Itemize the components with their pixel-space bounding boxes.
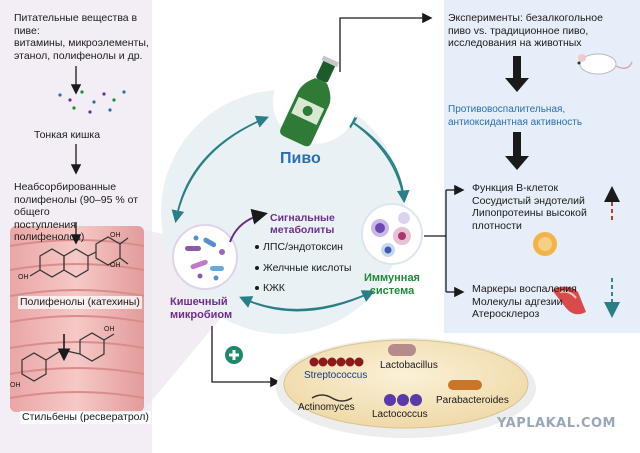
- signal-item: КЖК: [263, 282, 285, 294]
- stilbenes-label: Стильбены (ресвератрол): [20, 411, 151, 424]
- beer-bottle-icon: [273, 55, 357, 147]
- oh-label: OH: [104, 326, 115, 333]
- microbiome-line: микробиом: [170, 309, 233, 321]
- lipoprotein-icon: [533, 232, 557, 256]
- positive-effects-list: Функция B-клеток Сосудистый эндотелий Ли…: [472, 182, 612, 232]
- activity-text: Противовоспалительная, антиоксидантная а…: [448, 104, 582, 129]
- activity-line: антиоксидантная активность: [448, 116, 583, 128]
- effect-item: Функция B-клеток: [472, 182, 559, 194]
- small-intestine-label: Тонкая кишка: [34, 129, 101, 141]
- immune-line: Иммунная: [364, 272, 420, 284]
- unabsorbed-line: Неабсорбированные: [14, 181, 117, 193]
- experiments-line: пиво vs. традиционное пиво,: [448, 24, 589, 37]
- right-thick-arrows: [505, 56, 529, 170]
- bacteria-label: Streptococcus: [304, 370, 368, 381]
- effect-item: Сосудистый эндотелий: [472, 194, 585, 207]
- catechins-label: Полифенолы (катехины): [18, 296, 142, 309]
- signal-title-line: Сигнальные: [270, 212, 335, 224]
- microbiome-line: Кишечный: [170, 296, 228, 308]
- nutrient-particles: [58, 90, 126, 114]
- signal-item: ЛПС/эндотоксин: [263, 241, 343, 253]
- bacteria-label: Lactobacillus: [380, 360, 438, 371]
- oh-label: OH: [18, 274, 29, 281]
- nutrients-title-line: витамины, микроэлементы,: [14, 37, 149, 49]
- blood-vessel-icon: [552, 286, 586, 315]
- bacteria-label: Lactococcus: [372, 409, 428, 420]
- oh-label: OH: [110, 232, 121, 239]
- experiments-line: исследования на животных: [448, 37, 582, 49]
- microbiome-label: Кишечный микробиом: [170, 296, 232, 322]
- signal-metabolites-title: Сигнальные метаболиты: [270, 212, 335, 236]
- unabsorbed-line: полифенолы (90–95 % от общего: [14, 193, 139, 219]
- nutrients-title: Питательные вещества в пиве: витамины, м…: [14, 12, 149, 62]
- bacteria-label: Parabacteroides: [436, 395, 509, 406]
- immune-system-label: Иммунная система: [364, 272, 420, 298]
- oh-label: OH: [110, 262, 121, 269]
- oh-label: OH: [10, 382, 21, 389]
- cycle-arrows: [171, 115, 410, 312]
- bacteria-label: Actinomyces: [298, 402, 355, 413]
- nutrients-title-line: этанол, полифенолы и др.: [14, 49, 143, 62]
- signal-item: Желчные кислоты: [263, 262, 352, 274]
- immune-cells-icon: [361, 203, 423, 265]
- experiments-line: Эксперименты: безалкогольное: [448, 12, 603, 24]
- unabsorbed-line: поступления полифенолов): [14, 218, 85, 244]
- negative-effects-list: Маркеры воспаления Молекулы адгезии Атер…: [472, 283, 612, 321]
- plus-icon: [225, 346, 243, 364]
- catechin-molecule: [29, 236, 129, 278]
- effect-item: Молекулы адгезии: [472, 295, 563, 308]
- beer-label: Пиво: [280, 150, 321, 167]
- immune-line: система: [369, 285, 415, 297]
- experiments-text: Эксперименты: безалкогольное пиво vs. тр…: [448, 12, 638, 50]
- unabsorbed-polyphenols: Неабсорбированные полифенолы (90–95 % от…: [14, 181, 149, 244]
- petri-dish: [276, 338, 536, 438]
- effect-item: Липопротеины высокой: [472, 207, 587, 219]
- effect-item: плотности: [472, 219, 522, 232]
- nutrients-title-line: Питательные вещества в пиве:: [14, 12, 138, 37]
- effect-item: Маркеры воспаления: [472, 283, 577, 295]
- activity-line: Противовоспалительная,: [448, 104, 566, 115]
- microbiome-icon: [172, 224, 238, 290]
- signal-title-line: метаболиты: [270, 224, 335, 236]
- watermark: YAPLAKAL.COM: [497, 416, 616, 431]
- effect-item: Атеросклероз: [472, 308, 540, 320]
- mouse-icon: [577, 53, 633, 75]
